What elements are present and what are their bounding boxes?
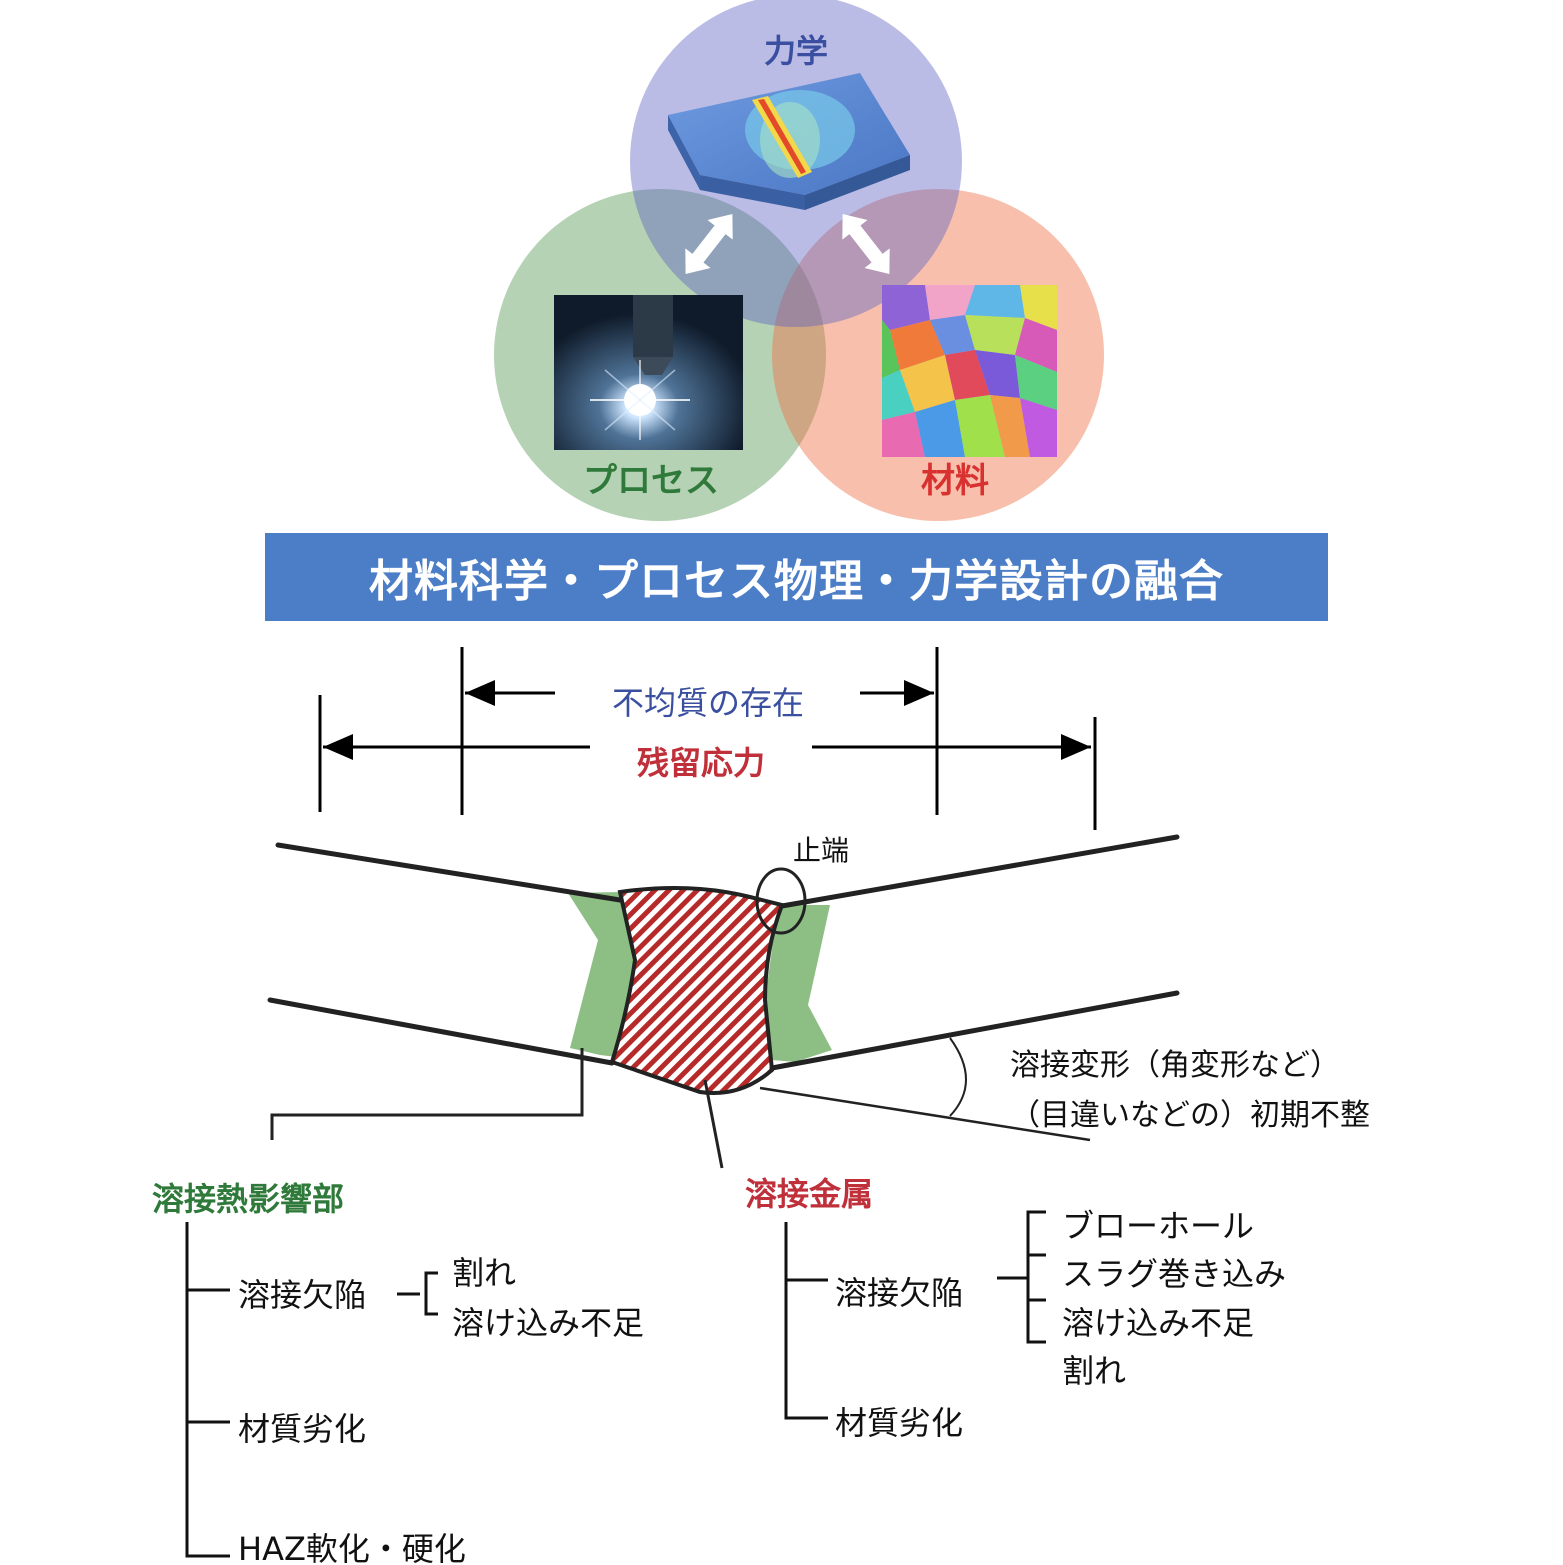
heterogeneity-label: 不均質の存在 [612,684,804,722]
distortion-label-2: （目違いなどの）初期不整 [1010,1098,1370,1133]
weld-metal-tree-lines [784,1210,1046,1420]
haz-softening: HAZ軟化・硬化 [238,1530,466,1565]
haz-defect-2: 溶け込み不足 [452,1304,644,1342]
reference-line [759,1086,1091,1142]
haz-degradation: 材質劣化 [238,1410,366,1448]
dimension-lines [318,647,1097,830]
dimension-arrowheads [323,680,1091,760]
angle-arc [949,1037,967,1117]
material-label: 材料 [921,461,989,501]
haz-title: 溶接熱影響部 [152,1180,344,1218]
weld-metal-title: 溶接金属 [745,1175,873,1213]
plate-outlines [267,834,1180,1071]
fem-plate-image [668,73,910,210]
process-label: プロセス [583,461,719,501]
weld-metal-defect-3: 溶け込み不足 [1062,1304,1254,1342]
haz-tree-lines [185,1222,438,1558]
weld-metal-degradation: 材質劣化 [835,1404,963,1442]
weld-metal-defect-1: ブローホール [1062,1207,1254,1245]
leader-lines [270,1048,724,1169]
toe-circle [755,867,807,935]
haz-right-region [765,905,832,1062]
weld-metal-region [609,886,785,1095]
arrow-process-mechanics [685,214,733,274]
weld-metal-defect-label: 溶接欠陥 [835,1274,963,1312]
toe-label: 止端 [793,834,849,867]
haz-left-region [568,892,635,1058]
mechanics-label: 力学 [764,32,828,70]
welding-photo [554,295,743,450]
haz-defect-1: 割れ [452,1254,516,1292]
weld-metal-defect-4: 割れ [1062,1352,1126,1390]
grain-map-image [882,285,1057,457]
weld-metal-defect-2: スラグ巻き込み [1062,1255,1286,1293]
haz-defect-label: 溶接欠陥 [238,1276,366,1314]
residual-stress-label: 残留応力 [637,744,765,782]
fusion-banner: 材料科学・プロセス物理・力学設計の融合 [265,533,1328,621]
arrow-mechanics-material [842,214,890,274]
distortion-label-1: 溶接変形（角変形など） [1010,1048,1340,1083]
